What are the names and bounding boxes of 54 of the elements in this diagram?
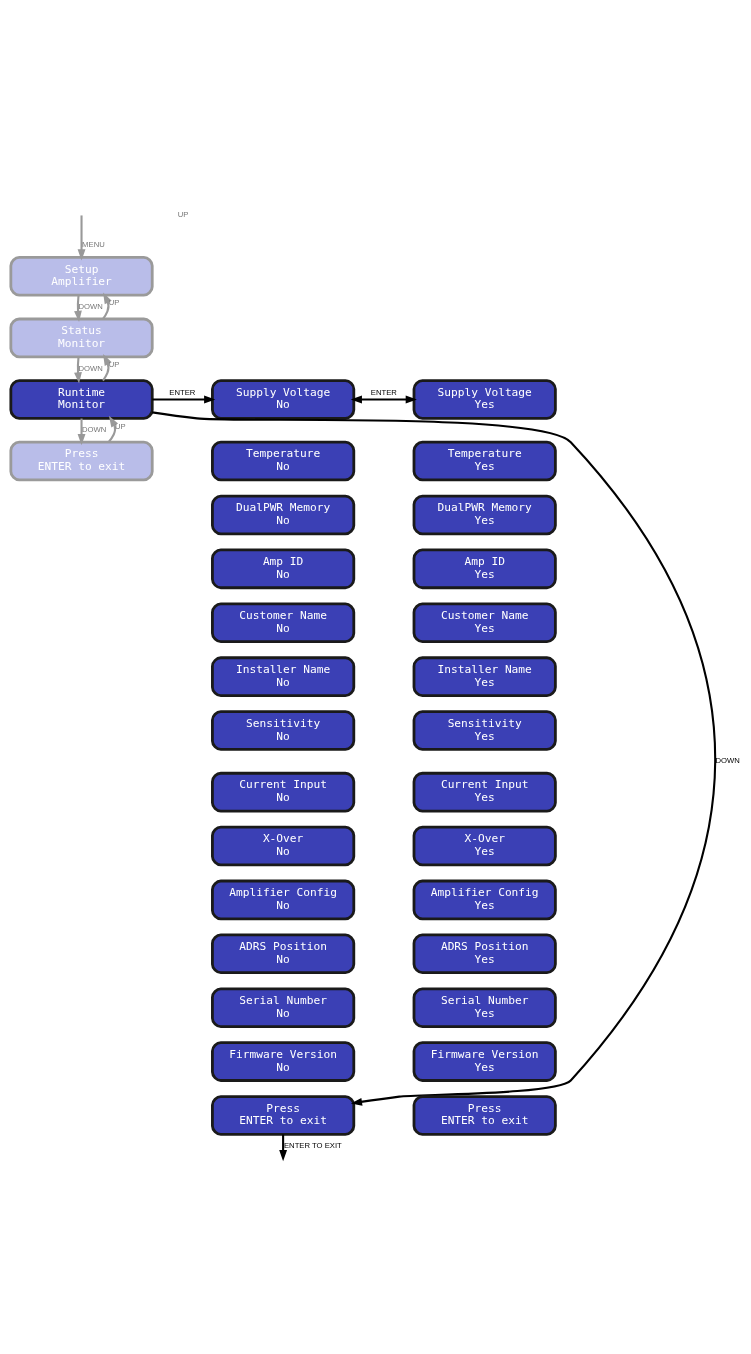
arrow [350,395,417,403]
edge-label: ENTER TO EXIT [283,1140,342,1150]
edge-label: MENU [82,239,105,249]
node-box: Press ENTER to exit [211,1094,356,1136]
edge-label: DOWN [81,424,107,434]
node-box: Customer Name Yes [412,601,557,643]
arrow [77,214,86,261]
edge-label: UP [108,297,120,307]
node-box: Firmware Version No [211,1040,356,1082]
node-box: Firmware Version Yes [412,1040,557,1082]
node-box: X-Over No [211,825,356,866]
node-box: Sensitivity No [211,709,356,751]
node-box: Serial Number No [211,986,356,1028]
arrow [107,415,119,443]
node-box: Temperature Yes [412,440,557,481]
node-box: DualPWR Memory No [211,494,356,535]
edge-label: ENTER [169,387,196,397]
node-box: Press ENTER to exit [9,440,154,481]
edge-label: DOWN [715,755,740,765]
node-box: Installer Name Yes [412,655,557,697]
node-box: Serial Number Yes [412,986,557,1028]
node-box: Amplifier Config No [211,879,356,920]
node-box: Amplifier Config Yes [412,879,557,920]
node-box: Supply Voltage Yes [412,378,557,420]
arrow [152,395,216,403]
node-box: Amp ID No [211,548,356,589]
node-box: X-Over Yes [412,825,557,866]
node-box: Press ENTER to exit [412,1094,557,1136]
node-box: Installer Name No [211,655,356,697]
node-box: Runtime Monitor [9,378,154,420]
edge-label: ENTER [370,387,397,397]
node-box: Setup Amplifier [9,255,154,297]
edge-label: DOWN [78,363,103,373]
arrow [102,353,112,381]
edge-label: UP [115,421,126,431]
node-box: Temperature No [211,440,356,481]
node-box: Current Input No [211,771,356,812]
arrow [102,292,112,320]
node-box: Sensitivity Yes [412,709,557,751]
node-box: Current Input Yes [412,771,557,812]
node-box: Status Monitor [9,317,154,358]
node-box: ADRS Position No [211,933,356,974]
arrow [279,1134,288,1161]
arrow [77,418,86,445]
node-box: Supply Voltage No [211,378,356,420]
node-box: Customer Name No [211,601,356,643]
edge-label: UP [108,359,120,369]
label: UP [177,209,189,219]
arrow [74,294,82,322]
node-box: DualPWR Memory Yes [412,494,557,535]
arrow [152,410,717,1106]
node-box: ADRS Position Yes [412,933,557,974]
node-box: Amp ID Yes [412,548,557,589]
edge-label: DOWN [78,301,103,311]
